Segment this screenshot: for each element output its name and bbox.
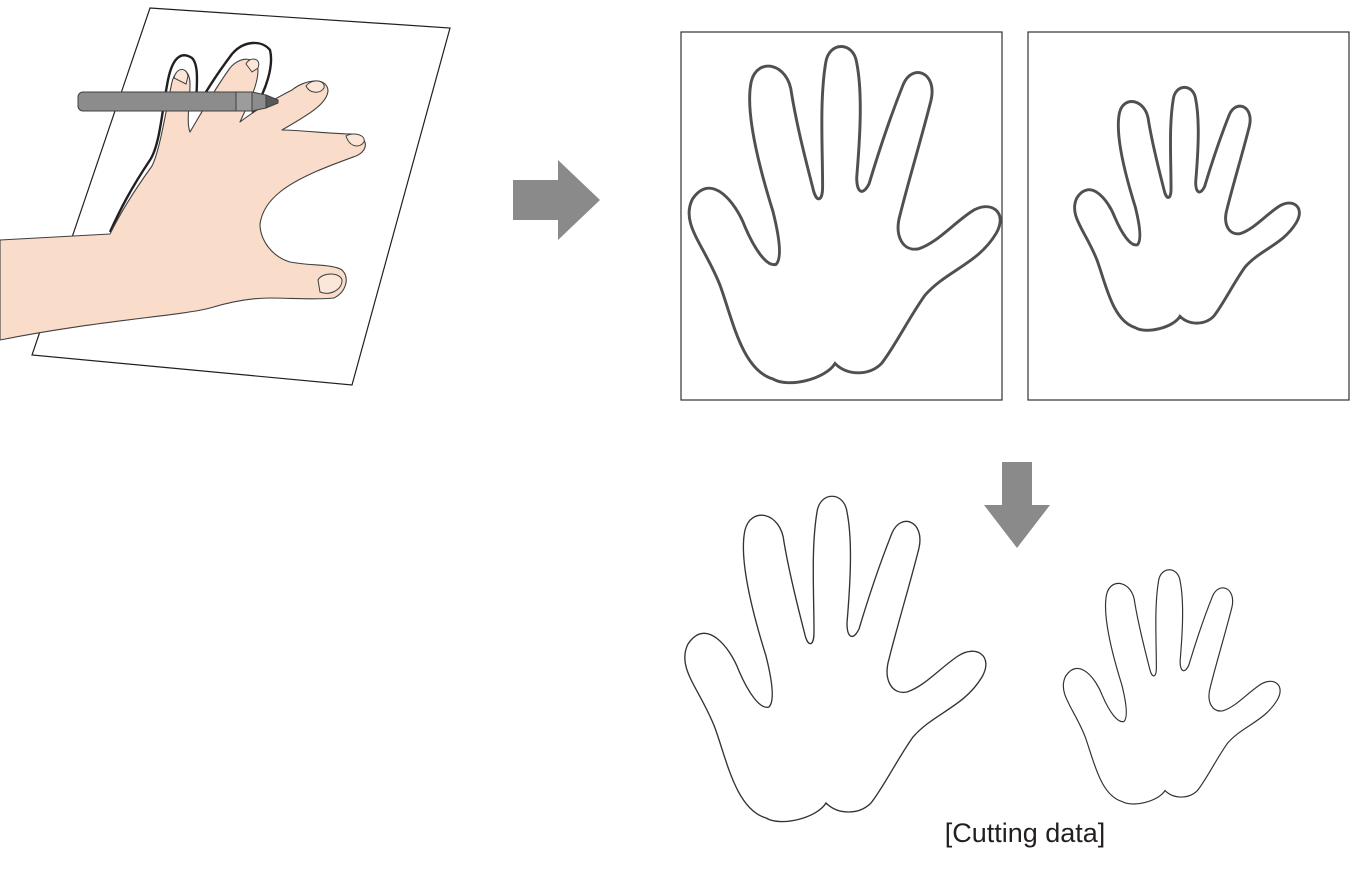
arrow-down-icon	[984, 462, 1050, 548]
cutting-data-caption: [Cutting data]	[860, 818, 1190, 849]
scanned-tracing-small	[1028, 32, 1349, 400]
cutting-data-large	[685, 496, 986, 821]
tracing-illustration	[0, 8, 450, 385]
scanned-tracing-large	[681, 32, 1002, 400]
cutting-data-small	[1063, 570, 1280, 804]
pen-illustration	[78, 92, 278, 111]
arrow-right-icon	[513, 160, 600, 240]
